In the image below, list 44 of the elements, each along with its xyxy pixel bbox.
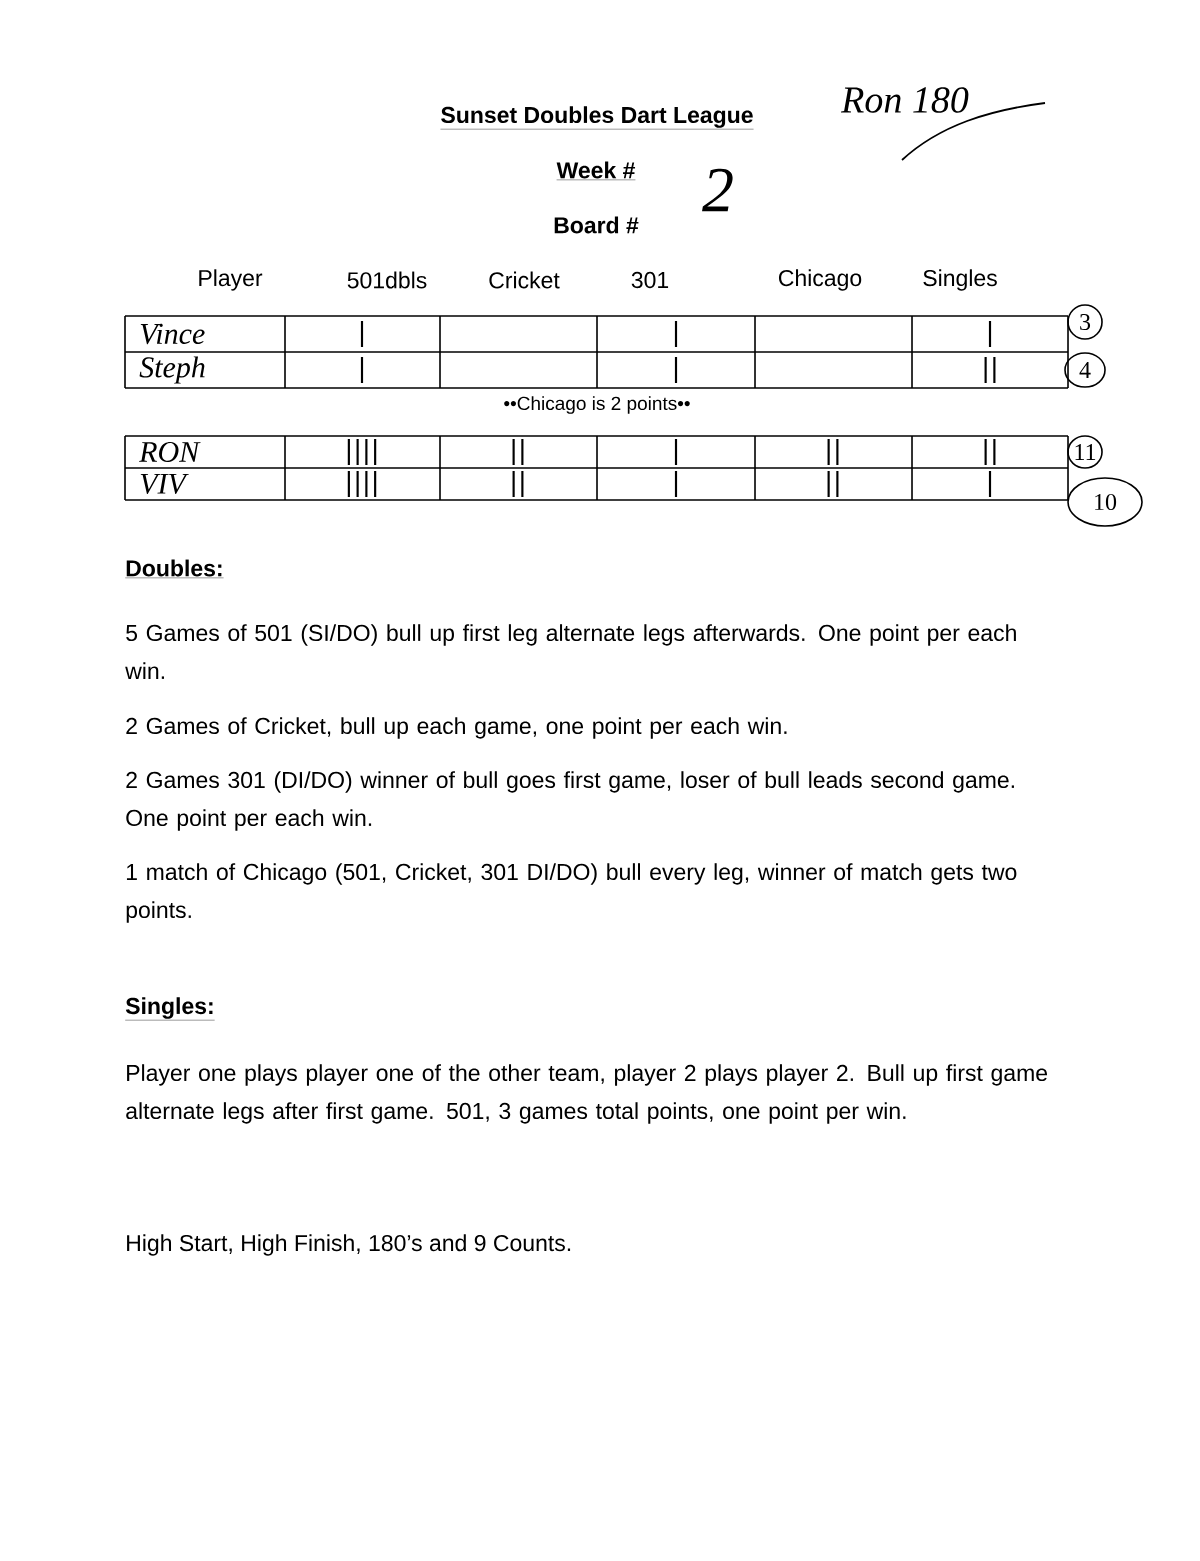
column-header: 501dbls <box>347 271 427 289</box>
handwritten-note: Ron 180 <box>840 87 969 113</box>
tally-marks: || <box>827 439 839 465</box>
section-heading: Doubles: <box>125 559 224 579</box>
note: ••Chicago is 2 points•• <box>504 396 690 414</box>
tally-marks: || <box>984 357 996 383</box>
tally-marks: || <box>512 471 524 497</box>
column-header: Cricket <box>489 271 560 289</box>
tally-marks: | <box>674 321 678 347</box>
tally-marks: |||| <box>347 471 377 497</box>
handwritten-number: 2 <box>702 168 733 212</box>
tally-marks: | <box>988 321 992 347</box>
tally-marks: | <box>988 471 992 497</box>
tally-marks: | <box>674 357 678 383</box>
tally-marks: | <box>360 357 364 383</box>
player-name: RON <box>139 441 201 463</box>
tally-marks: || <box>827 471 839 497</box>
section-heading: Singles: <box>125 997 215 1021</box>
paragraph: 2 Games of Cricket, bull up each game, one point per each win. <box>126 717 787 739</box>
paragraph: 2 Games 301 (DI/DO) winner of bull goes first game, loser of bull leads second game. One point per each win. <box>126 771 1014 831</box>
paragraph: Player one plays player one of the other team, player 2 plays player 2. Bull up first game alternate legs after first game. 501, 3 games total points, one point per win. <box>126 1064 1048 1124</box>
paragraph: 5 Games of 501 (SI/DO) bull up first leg alternate legs afterwards. One point per each win. <box>125 624 1016 679</box>
column-header: Singles <box>923 269 997 291</box>
tally-marks: | <box>360 321 364 347</box>
title: Sunset Doubles Dart League <box>440 106 754 130</box>
tally-marks: | <box>674 471 678 497</box>
column-header: 301 <box>631 271 669 289</box>
circled-score: 3 <box>1067 304 1103 340</box>
heading: Week # <box>556 161 636 181</box>
paragraph: 1 match of Chicago (501, Cricket, 301 DI/DO) bull every leg, winner of match gets two points. <box>126 863 1017 923</box>
circled-score: 4 <box>1064 352 1106 388</box>
column-header: Player <box>199 269 263 291</box>
tally-marks: | <box>674 439 678 465</box>
tally-marks: || <box>984 439 996 465</box>
circled-score: 10 <box>1067 477 1143 527</box>
player-name: Steph <box>139 356 205 384</box>
circled-score: 11 <box>1067 435 1103 469</box>
tally-marks: |||| <box>347 439 377 465</box>
column-header: Chicago <box>779 269 862 291</box>
paragraph: High Start, High Finish, 180’s and 9 Counts. <box>127 1234 571 1256</box>
player-name: VIV <box>140 473 189 495</box>
tally-marks: || <box>512 439 524 465</box>
player-name: Vince <box>140 323 205 345</box>
heading: Board # <box>554 216 639 234</box>
